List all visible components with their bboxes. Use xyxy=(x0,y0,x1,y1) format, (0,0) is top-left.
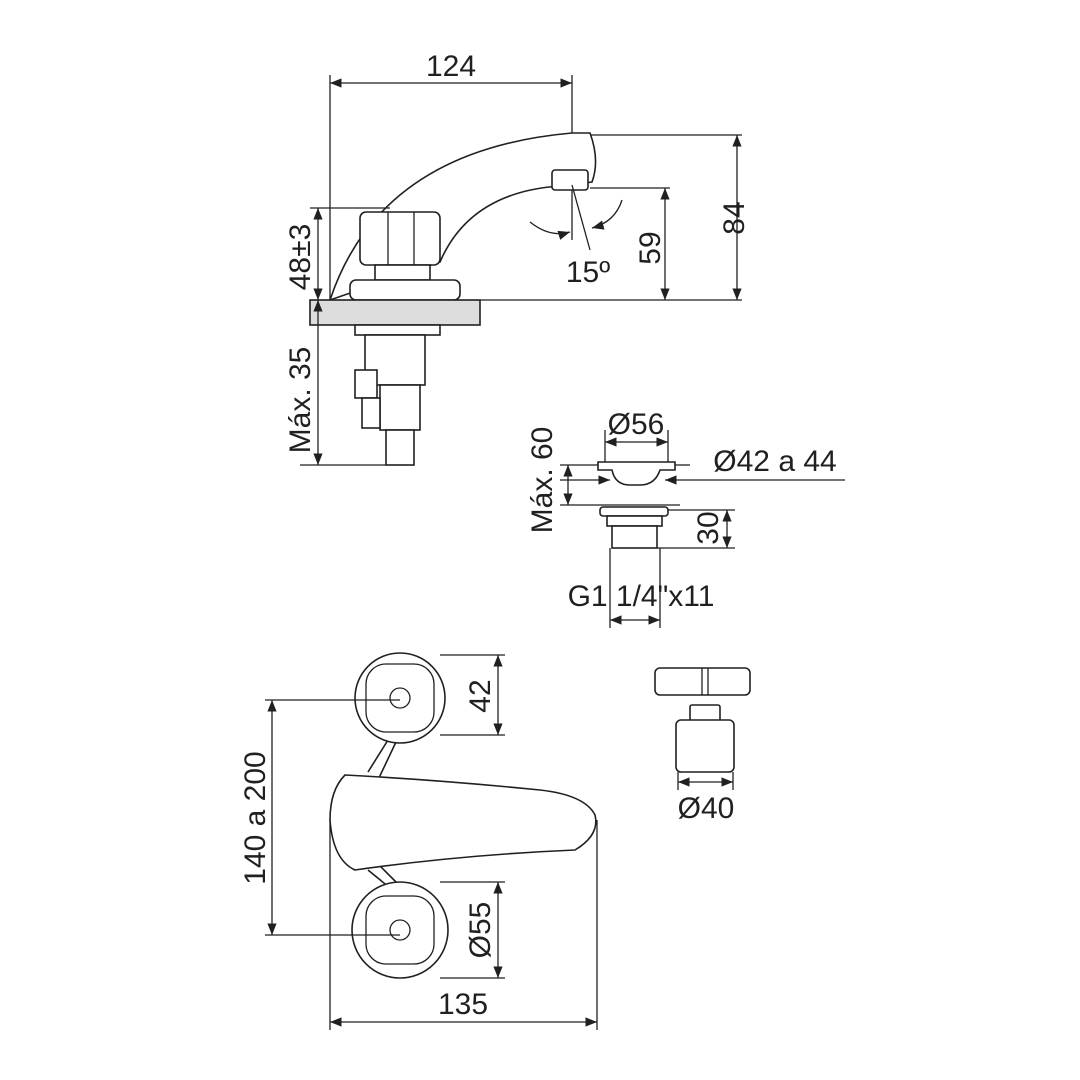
label-thread: G1 1/4"x11 xyxy=(568,580,715,613)
label-140-200: 140 a 200 xyxy=(239,751,272,884)
label-48: 48±3 xyxy=(284,224,317,291)
label-d55: Ø55 xyxy=(464,902,497,959)
spout-top xyxy=(329,774,597,871)
countertop xyxy=(309,299,481,326)
label-d40: Ø40 xyxy=(678,792,735,825)
side-view xyxy=(300,75,742,466)
label-d42-44: Ø42 a 44 xyxy=(713,445,836,478)
label-max35: Máx. 35 xyxy=(284,347,317,454)
label-d56: Ø56 xyxy=(608,408,665,441)
label-30: 30 xyxy=(692,511,725,544)
label-84: 84 xyxy=(718,201,751,234)
label-124: 124 xyxy=(426,50,476,83)
hex-nut xyxy=(359,211,441,266)
handle-detail xyxy=(654,667,751,790)
label-59: 59 xyxy=(634,231,667,264)
top-view xyxy=(265,652,598,1030)
label-135: 135 xyxy=(438,988,488,1021)
rosette-bottom xyxy=(351,881,449,979)
label-42: 42 xyxy=(464,679,497,712)
rosette-top xyxy=(354,652,446,744)
label-15deg: 15º xyxy=(566,256,610,289)
aerator xyxy=(551,169,589,191)
label-max60: Máx. 60 xyxy=(526,427,559,534)
drain-detail xyxy=(560,430,845,628)
